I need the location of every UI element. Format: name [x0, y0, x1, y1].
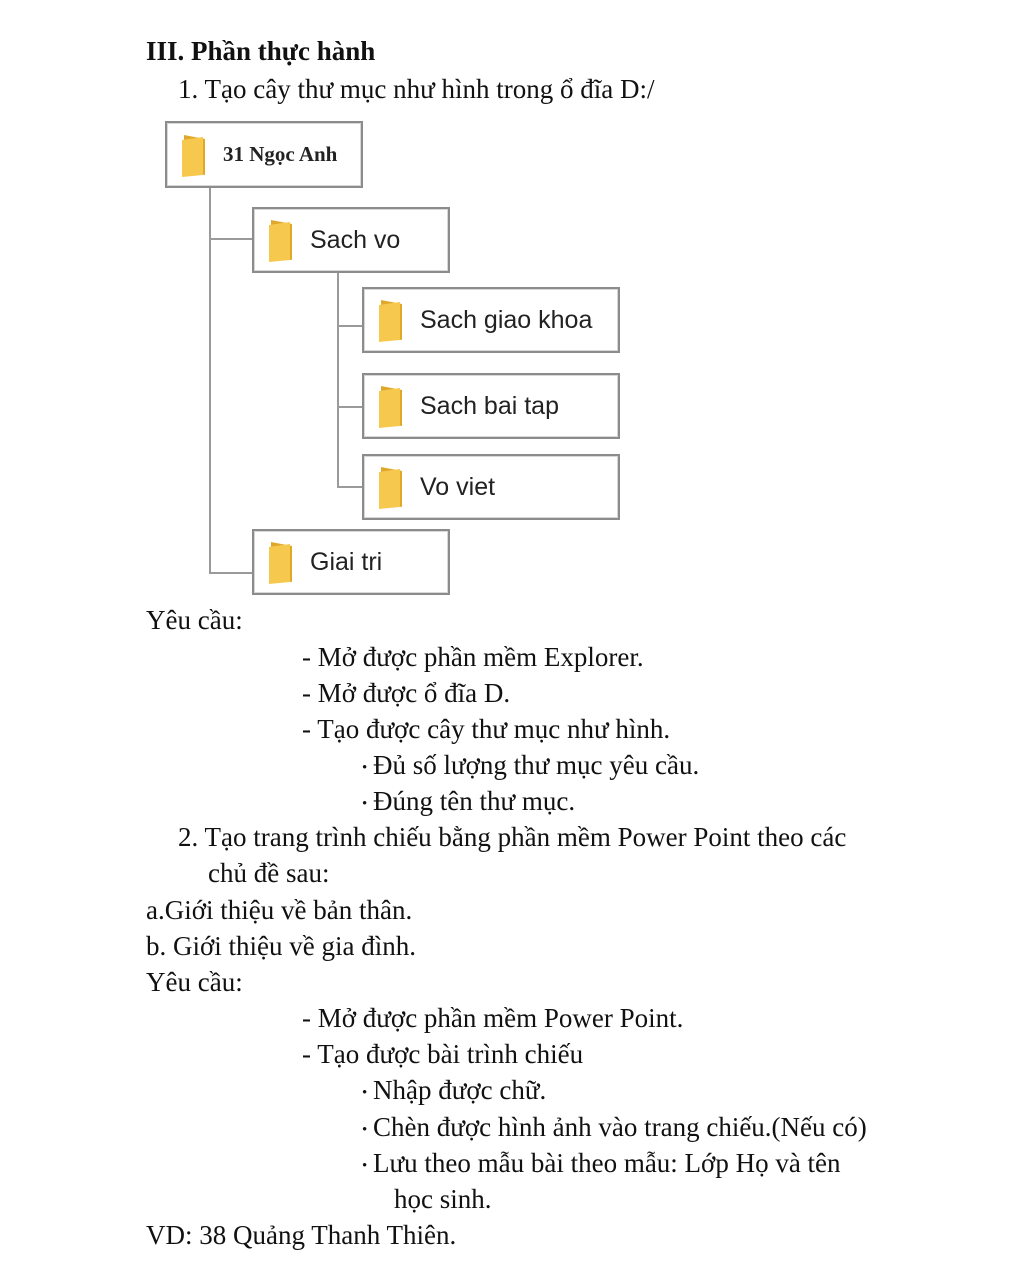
folder-node-sach-vo: Sach vo — [252, 207, 450, 273]
tree-connector — [337, 325, 363, 327]
tree-connector — [209, 187, 211, 573]
task2-req-item: - Tạo được bài trình chiếu — [302, 1039, 584, 1069]
task1-req-label: Yêu cầu: — [146, 605, 243, 635]
tree-connector — [337, 486, 363, 488]
task2-subreq-item: Nhập được chữ. — [362, 1073, 546, 1110]
folder-label: 31 Ngọc Anh — [223, 142, 338, 166]
folder-node-giai-tri: Giai tri — [252, 529, 450, 595]
task1-title: 1. Tạo cây thư mục như hình trong ổ đĩa … — [178, 74, 655, 104]
task2-subreq-cont: học sinh. — [394, 1184, 492, 1214]
folder-label: Giai tri — [310, 547, 383, 576]
folder-icon — [269, 220, 292, 262]
folder-node-sach-giao-khoa: Sach giao khoa — [362, 287, 620, 353]
folder-icon — [379, 300, 402, 342]
folder-icon — [182, 134, 205, 177]
folder-label: Sach bai tap — [420, 391, 559, 420]
folder-icon — [379, 386, 402, 428]
task2-title-cont: chủ đề sau: — [208, 858, 330, 888]
folder-label: Sach giao khoa — [420, 305, 593, 334]
task1-req-item: - Mở được phần mềm Explorer. — [302, 642, 644, 672]
folder-label: Sach vo — [310, 225, 401, 254]
task2-topic-b: b. Giới thiệu về gia đình. — [146, 931, 416, 961]
task2-title: 2. Tạo trang trình chiếu bằng phần mềm P… — [178, 822, 847, 852]
example-text: VD: 38 Quảng Thanh Thiên. — [146, 1220, 457, 1250]
section-heading: III. Phần thực hành — [146, 36, 376, 66]
folder-node-sach-bai-tap: Sach bai tap — [362, 373, 620, 439]
task1-req-item: - Mở được ổ đĩa D. — [302, 678, 511, 708]
task2-req-label: Yêu cầu: — [146, 967, 243, 997]
task1-subreq-item: Đúng tên thư mục. — [362, 784, 575, 821]
task1-subreq-item: Đủ số lượng thư mục yêu cầu. — [362, 748, 699, 785]
tree-connector — [209, 238, 253, 240]
task2-subreq-item: Lưu theo mẫu bài theo mẫu: Lớp Họ và tên — [362, 1146, 841, 1183]
folder-icon — [269, 542, 292, 584]
task2-req-item: - Mở được phần mềm Power Point. — [302, 1003, 684, 1033]
folder-icon — [379, 467, 402, 509]
folder-node-root: 31 Ngọc Anh — [165, 121, 363, 188]
tree-connector — [209, 572, 253, 574]
tree-connector — [337, 272, 339, 487]
task2-subreq-item: Chèn được hình ảnh vào trang chiếu.(Nếu … — [362, 1110, 867, 1147]
folder-node-vo-viet: Vo viet — [362, 454, 620, 520]
tree-connector — [337, 406, 363, 408]
folder-label: Vo viet — [420, 472, 496, 501]
task2-topic-a: a.Giới thiệu về bản thân. — [146, 895, 413, 925]
task1-req-item: - Tạo được cây thư mục như hình. — [302, 714, 671, 744]
